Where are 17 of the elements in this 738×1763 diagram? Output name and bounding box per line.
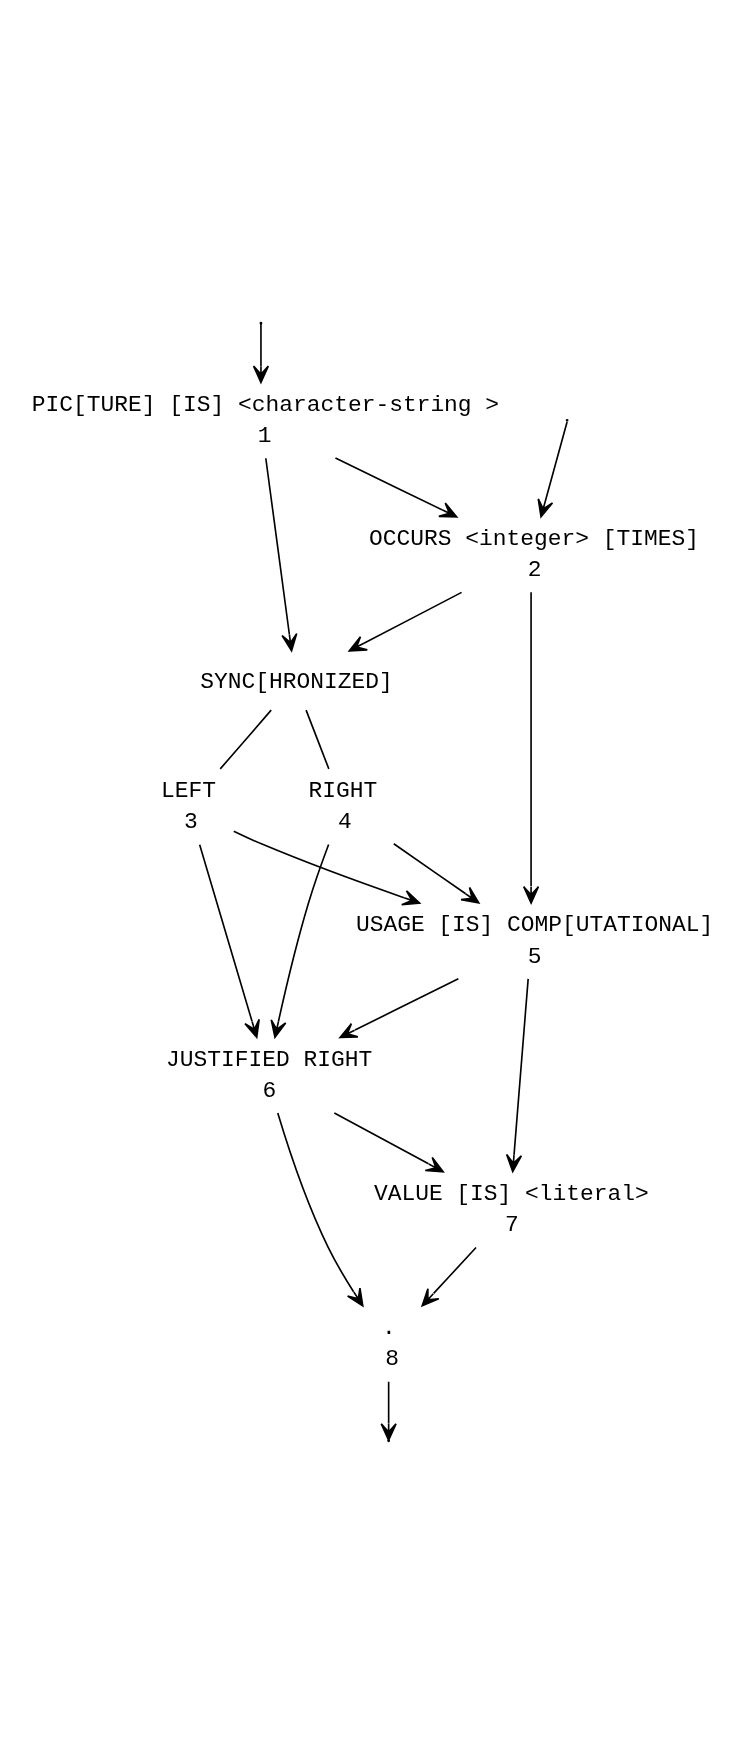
- node-label: 8: [385, 1345, 400, 1372]
- node-label: 7: [504, 1211, 519, 1238]
- node-text: PIC[TURE] [IS] <character-string >: [31, 391, 500, 418]
- node-text: LEFT: [161, 777, 217, 804]
- node-text: OCCURS <integer> [TIMES]: [369, 525, 699, 552]
- node-label: 2: [527, 556, 542, 583]
- node-text: RIGHT: [308, 777, 378, 804]
- node-label: 3: [184, 808, 198, 835]
- node-label: 1: [257, 422, 272, 449]
- node-label: 4: [337, 808, 352, 835]
- node-text: .: [382, 1314, 396, 1341]
- node-label: 5: [527, 943, 542, 970]
- node-text: JUSTIFIED RIGHT: [165, 1046, 373, 1073]
- node-text: USAGE [IS] COMP[UTATIONAL]: [355, 911, 714, 938]
- node-label: 6: [262, 1077, 277, 1104]
- node-text: VALUE [IS] <literal>: [373, 1180, 649, 1207]
- node-text: SYNC[HRONIZED]: [200, 668, 393, 695]
